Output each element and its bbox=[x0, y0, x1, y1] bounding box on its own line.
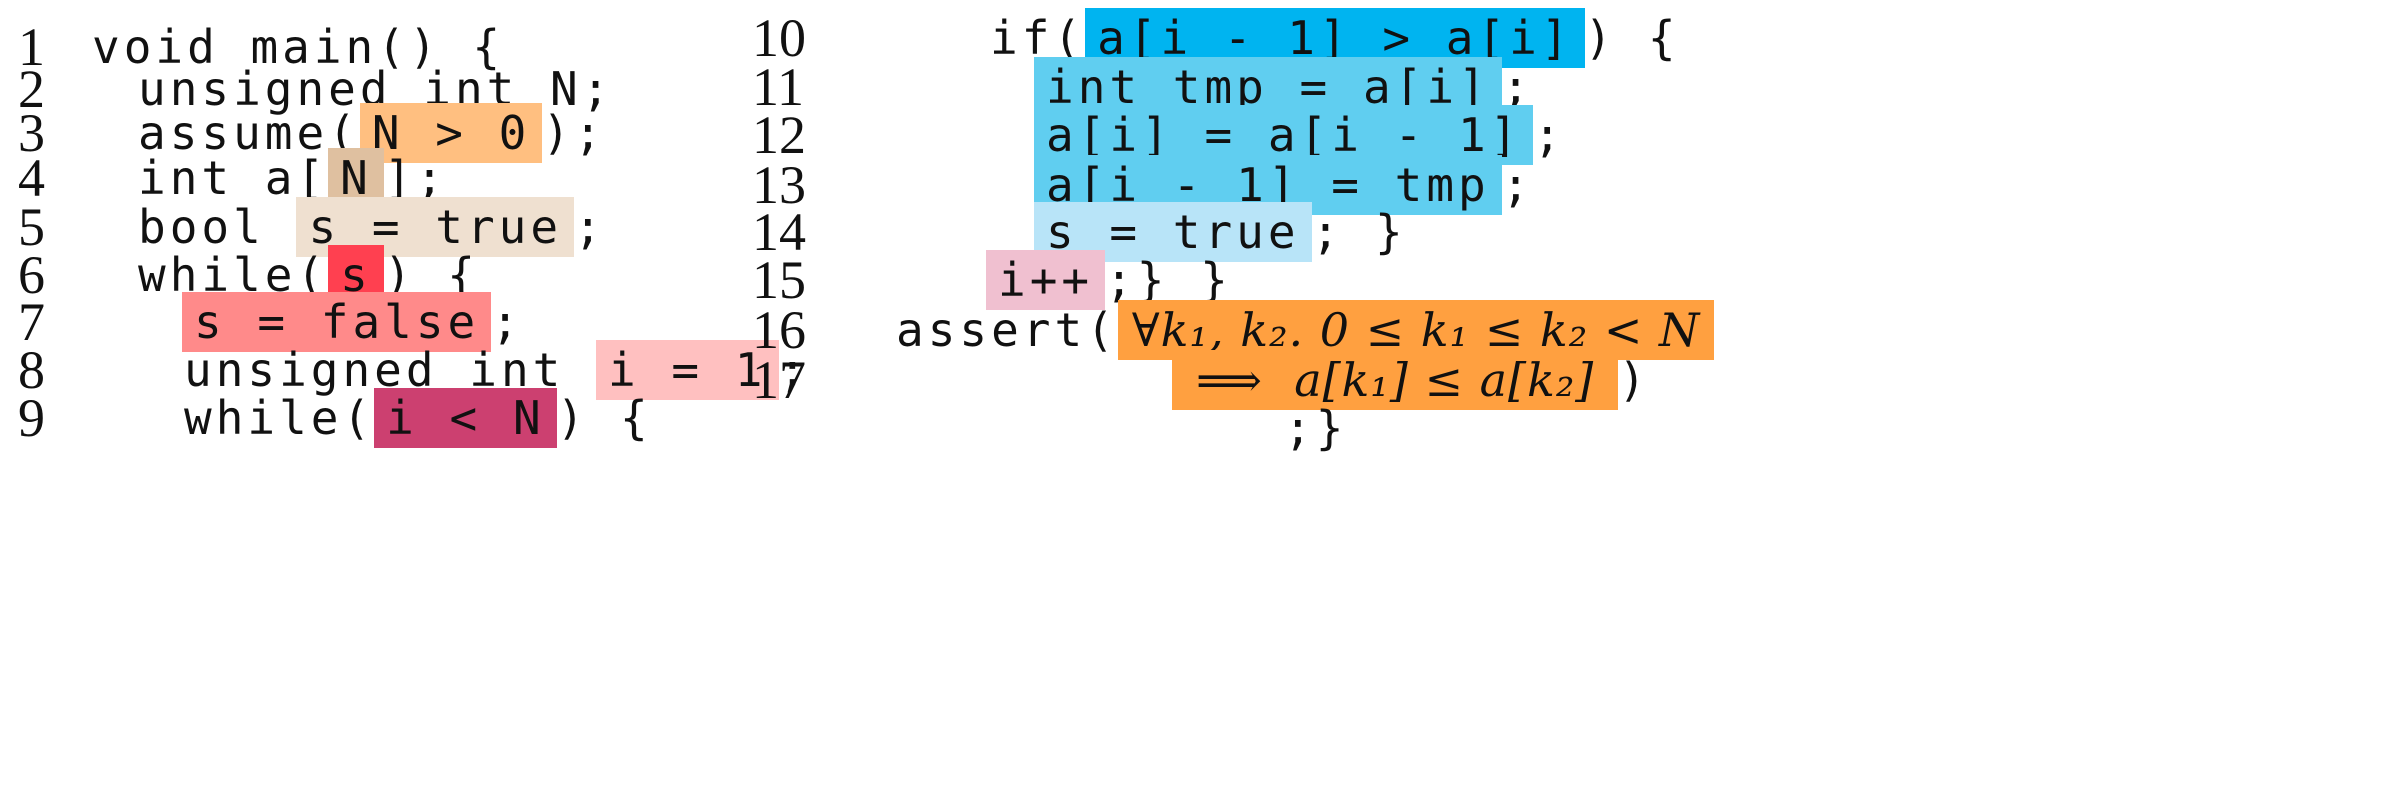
code-line-9: while(i < N) { bbox=[184, 388, 652, 448]
code-text: ]; bbox=[383, 151, 448, 205]
line-number: 8 bbox=[18, 340, 45, 400]
code-text: assert( bbox=[896, 303, 1118, 357]
code-text: ) { bbox=[1584, 11, 1680, 65]
code-line-4: int a[N]; bbox=[138, 148, 447, 208]
highlight-i-lt-n: i < N bbox=[374, 388, 557, 448]
line-number: 6 bbox=[18, 245, 45, 305]
code-text: ; bbox=[1533, 108, 1566, 162]
code-text: if( bbox=[990, 11, 1086, 65]
code-line-15: i++;} } bbox=[986, 250, 1232, 310]
line-number: 10 bbox=[752, 8, 806, 68]
line-number: 3 bbox=[18, 103, 45, 163]
code-line-17: ⟹ a[k₁] ≤ a[k₂]) bbox=[1172, 350, 1650, 410]
highlight-s-false: s = false bbox=[182, 292, 492, 352]
highlight-implies: ⟹ a[k₁] ≤ a[k₂] bbox=[1172, 350, 1619, 410]
code-line-8: unsigned int i = 1; bbox=[184, 340, 810, 400]
code-text: int a[ bbox=[138, 151, 329, 205]
code-text: unsigned int N; bbox=[138, 62, 614, 116]
code-text: ; } bbox=[1311, 205, 1407, 259]
line-number: 11 bbox=[752, 57, 804, 117]
code-text: ; bbox=[1501, 158, 1534, 212]
code-text: ;} } bbox=[1105, 253, 1232, 307]
code-line-7: s = false; bbox=[182, 292, 523, 352]
code-line-2: unsigned int N; bbox=[138, 59, 613, 119]
code-text: ) bbox=[1618, 353, 1650, 407]
line-number: 7 bbox=[18, 292, 45, 352]
line-number: 15 bbox=[752, 250, 806, 310]
line-number: 2 bbox=[18, 59, 45, 119]
code-text: while( bbox=[184, 391, 375, 445]
code-line-3: assume(N > 0); bbox=[138, 103, 606, 163]
highlight-i-incr: i++ bbox=[986, 250, 1106, 310]
highlight-i-eq-1: i = 1 bbox=[596, 340, 779, 400]
code-text: bool bbox=[138, 200, 297, 254]
line-number: 9 bbox=[18, 388, 45, 448]
code-text: ); bbox=[542, 106, 606, 160]
code-text: ;} bbox=[1284, 401, 1348, 455]
code-line-18: ;} bbox=[1284, 398, 1347, 458]
code-text: assume( bbox=[138, 106, 360, 160]
code-line-1: void main() { bbox=[92, 17, 504, 77]
line-number: 1 bbox=[18, 17, 45, 77]
code-text: ; bbox=[574, 200, 606, 254]
line-number: 5 bbox=[18, 197, 45, 257]
line-number: 4 bbox=[18, 148, 45, 208]
code-text: ; bbox=[778, 343, 811, 397]
code-text: ) { bbox=[556, 391, 652, 445]
line-number: 16 bbox=[752, 300, 806, 360]
line-number: 14 bbox=[752, 202, 806, 262]
line-number: 13 bbox=[752, 155, 806, 215]
line-number: 17 bbox=[752, 350, 806, 410]
code-text: void main() { bbox=[92, 20, 505, 74]
highlight-n-gt-0: N > 0 bbox=[359, 103, 543, 163]
line-number: 12 bbox=[752, 105, 806, 165]
code-text: ; bbox=[491, 295, 523, 349]
